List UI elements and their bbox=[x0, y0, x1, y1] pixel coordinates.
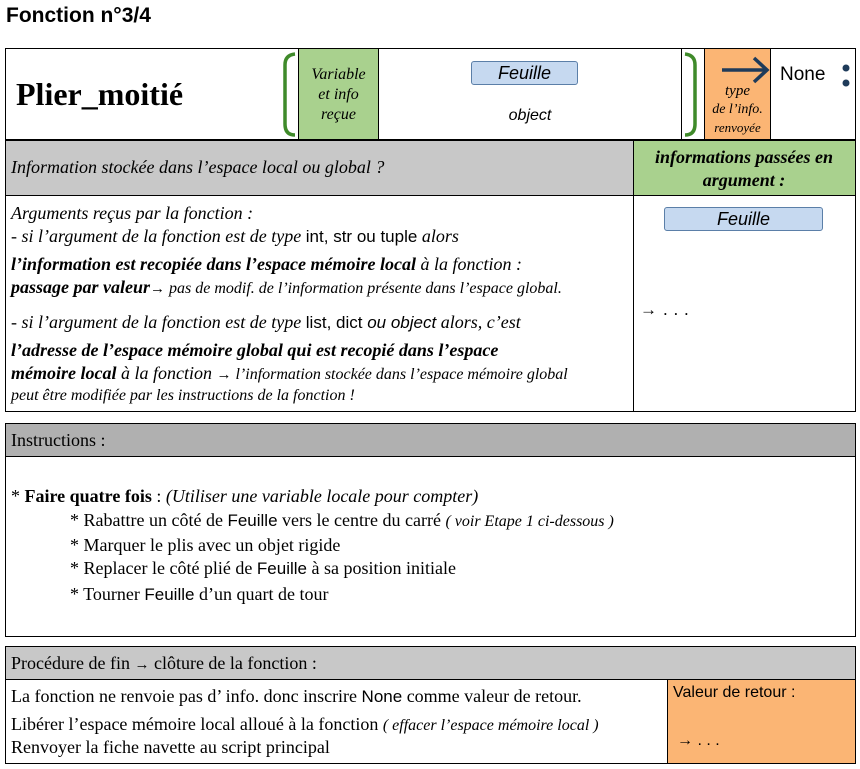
function-name: Plier_moitié bbox=[16, 76, 184, 112]
end-line2-note: ( effacer l’espace mémoire local ) bbox=[382, 717, 599, 734]
instruction-step-1: * Rabattre un côté de Feuille vers le ce… bbox=[70, 510, 614, 531]
step3-prefix: * Replacer le côté plié de bbox=[70, 558, 257, 578]
end-procedure-box bbox=[5, 646, 856, 764]
instructions-header-cell bbox=[6, 424, 855, 457]
case2-arrow: → bbox=[216, 367, 232, 383]
storage-question: Information stockée dans l’espace local … bbox=[11, 157, 385, 177]
case1-arrow: → bbox=[150, 281, 165, 297]
return-value-cell bbox=[667, 680, 855, 763]
step4-prefix: * Tourner bbox=[70, 584, 145, 604]
end-line-3: Renvoyer la fiche navette au script prin… bbox=[11, 737, 330, 757]
return-arrow-icon bbox=[722, 56, 770, 84]
instruction-step-2: * Marquer le plis avec un objet rigide bbox=[70, 535, 341, 555]
instruction-step-4: * Tourner Feuille d’un quart de tour bbox=[70, 584, 328, 605]
end-header-arrow: → bbox=[134, 657, 150, 673]
case1-bold2: passage par valeur bbox=[11, 277, 150, 297]
storage-column-divider bbox=[633, 196, 634, 411]
colon-dots-icon bbox=[842, 64, 850, 87]
end-line1-suffix: comme valeur de retour. bbox=[402, 686, 582, 706]
return-value: None bbox=[780, 64, 826, 85]
step1-var: Feuille bbox=[227, 511, 278, 530]
param-type: object bbox=[508, 107, 552, 124]
main-rest: : bbox=[151, 486, 166, 506]
end-line-2: Libérer l’espace mémoire local alloué à … bbox=[11, 714, 599, 735]
case1-result-line: l’information est recopiée dans l’espace… bbox=[11, 254, 522, 275]
return-label-line-2: de l’info. bbox=[712, 102, 763, 117]
end-line1-prefix: La fonction ne renvoie pas d’ info. donc… bbox=[11, 686, 362, 706]
end-header-suffix: clôture de la fonction : bbox=[149, 653, 317, 673]
input-label-line-3: reçue bbox=[321, 106, 356, 123]
storage-table bbox=[5, 140, 856, 412]
case1-bold: l’information est recopiée dans l’espace… bbox=[11, 254, 416, 274]
case1-type-tuple: tuple bbox=[380, 227, 418, 246]
step1-note: ( voir Etape 1 ci-dessous ) bbox=[445, 513, 614, 530]
input-label-line-1: Variable bbox=[311, 66, 366, 83]
end-return-answer: → . . . bbox=[677, 732, 720, 749]
case2-prefix: - si l’argument de la fonction est de ty… bbox=[11, 312, 306, 332]
step3-suffix: à sa position initiale bbox=[307, 558, 456, 578]
end-header: Procédure de fin → clôture de la fonctio… bbox=[11, 653, 317, 674]
page-title: Fonction n°3/4 bbox=[6, 4, 151, 27]
case2-comma: , bbox=[326, 313, 337, 332]
input-label-line-2: et info bbox=[318, 86, 359, 103]
right-brace-icon bbox=[684, 52, 697, 137]
left-brace-icon bbox=[283, 52, 296, 137]
return-label-line-3: renvoyée bbox=[714, 120, 761, 135]
case1-note: pas de modif. de l’information présente … bbox=[165, 280, 562, 297]
case2-note-line-1: l’information stockée dans l’espace mémo… bbox=[231, 366, 568, 383]
end-header-prefix: Procédure de fin bbox=[11, 653, 135, 673]
instruction-step-3: * Replacer le côté plié de Feuille à sa … bbox=[70, 558, 456, 579]
case2-bold-line-1: l’adresse de l’espace mémoire global qui… bbox=[11, 340, 499, 360]
storage-question-cell bbox=[6, 141, 633, 196]
case2-ou-object: ou object bbox=[362, 313, 437, 332]
case2-bold-line-2: mémoire local bbox=[11, 363, 117, 383]
step1-prefix: * Rabattre un côté de bbox=[70, 510, 228, 530]
end-line2-text: Libérer l’espace mémoire local alloué à … bbox=[11, 714, 383, 734]
main-bold: Faire quatre fois bbox=[24, 486, 152, 506]
case2-type-list: list bbox=[305, 313, 327, 332]
step4-suffix: d’un quart de tour bbox=[194, 584, 329, 604]
param-name-pill: Feuille bbox=[471, 61, 578, 85]
case1-comma: , bbox=[323, 227, 334, 246]
case1-rest: à la fonction : bbox=[415, 254, 522, 274]
case2-alors: alors, c’est bbox=[436, 312, 521, 332]
step1-suffix: vers le centre du carré bbox=[277, 510, 446, 530]
case2-note-line-2: peut être modifiée par les instructions … bbox=[11, 387, 355, 404]
case1-type-str: str bbox=[333, 227, 353, 246]
end-line-1: La fonction ne renvoie pas d’ info. donc… bbox=[11, 686, 582, 707]
main-note: (Utiliser une variable locale pour compt… bbox=[165, 486, 479, 506]
return-label-line-1: type bbox=[725, 83, 750, 99]
case1-ou: ou bbox=[352, 227, 381, 246]
case2-type-dict: dict bbox=[336, 313, 363, 332]
end-line1-var: None bbox=[361, 687, 403, 706]
args-header-cell bbox=[633, 141, 855, 196]
case2-result-line: mémoire local à la fonction → l’informat… bbox=[11, 363, 568, 384]
args-intro: Arguments reçus par la fonction : bbox=[11, 203, 254, 223]
case1-pass-line: passage par valeur→ pas de modif. de l’i… bbox=[11, 277, 562, 298]
case1-line: - si l’argument de la fonction est de ty… bbox=[11, 226, 459, 247]
arg-answer: → . . . bbox=[640, 300, 690, 319]
step3-var: Feuille bbox=[256, 559, 308, 578]
function-header-box bbox=[5, 48, 856, 140]
end-header-cell bbox=[6, 647, 855, 680]
main-star: * bbox=[11, 486, 25, 506]
case1-prefix: - si l’argument de la fonction est de ty… bbox=[11, 226, 306, 246]
brace-divider bbox=[681, 49, 682, 139]
case1-alors: alors bbox=[417, 226, 459, 246]
input-label-cell bbox=[298, 49, 379, 139]
arg-feuille-pill: Feuille bbox=[664, 207, 823, 231]
step4-var: Feuille bbox=[144, 585, 195, 604]
case2-rest: à la fonction bbox=[116, 363, 217, 383]
end-return-label: Valeur de retour : bbox=[673, 684, 796, 701]
instructions-box bbox=[5, 423, 856, 637]
args-header: informations passées en argument : bbox=[654, 147, 834, 190]
instruction-main: * Faire quatre fois : (Utiliser une vari… bbox=[11, 486, 478, 507]
case1-type-int: int bbox=[305, 227, 324, 246]
case2-line: - si l’argument de la fonction est de ty… bbox=[11, 312, 521, 333]
instructions-header: Instructions : bbox=[11, 430, 106, 450]
